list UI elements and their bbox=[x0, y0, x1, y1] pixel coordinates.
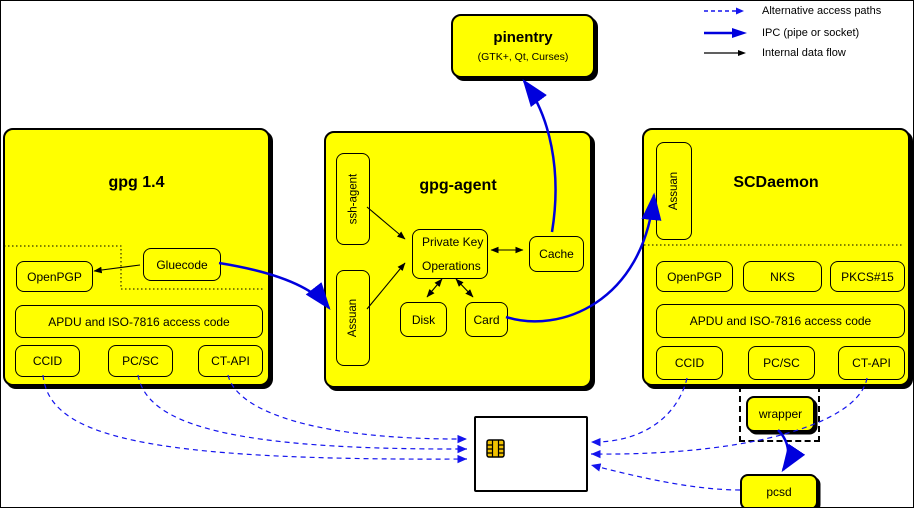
scdaemon-assuan-module: Assuan bbox=[656, 142, 692, 240]
scdaemon-ctapi-module: CT-API bbox=[838, 346, 905, 380]
scdaemon-title: SCDaemon bbox=[733, 174, 819, 191]
pinentry-box: pinentry (GTK+, Qt, Curses) bbox=[451, 14, 595, 78]
pko-line2: Operations bbox=[422, 259, 481, 273]
gpg14-ctapi-module: CT-API bbox=[198, 345, 263, 377]
legend-label: Alternative access paths bbox=[762, 5, 882, 17]
legend: Alternative access paths IPC (pipe or so… bbox=[703, 1, 913, 63]
thick-blue-arrow-icon bbox=[704, 28, 747, 38]
gpgagent-assuan-module: Assuan bbox=[336, 270, 370, 366]
gpg14-openpgp-module: OpenPGP bbox=[16, 261, 93, 292]
gpg14-apdu-module: APDU and ISO-7816 access code bbox=[15, 305, 263, 338]
gpg14-pcsc-module: PC/SC bbox=[108, 345, 173, 377]
gpgagent-card-module: Card bbox=[465, 302, 508, 337]
legend-item-internal: Internal data flow bbox=[703, 46, 846, 60]
pinentry-title: pinentry bbox=[493, 29, 553, 46]
wrapper-box: wrapper bbox=[746, 396, 815, 432]
pko-line1: Private Key bbox=[422, 235, 484, 249]
thin-black-arrow-icon bbox=[704, 50, 746, 56]
gpg14-ccid-module: CCID bbox=[15, 345, 80, 377]
scdaemon-pcsc-module: PC/SC bbox=[748, 346, 815, 380]
scdaemon-openpgp-module: OpenPGP bbox=[656, 261, 733, 292]
alt-scdaemon-ctapi-to-card-path bbox=[590, 377, 868, 459]
alt-scdaemon-ccid-to-card-path bbox=[590, 377, 688, 447]
scdaemon-ccid-module: CCID bbox=[656, 346, 723, 380]
alt-pcsd-to-card-path bbox=[590, 463, 741, 491]
gpg14-box: gpg 1.4 OpenPGP Gluecode APDU and ISO-78… bbox=[3, 128, 270, 386]
gpgagent-private-key-operations-module: Private Key Operations bbox=[412, 229, 488, 279]
gpgagent-sshagent-module: ssh-agent bbox=[336, 153, 370, 245]
smartcard-chip-icon bbox=[486, 439, 505, 458]
legend-label: IPC (pipe or socket) bbox=[762, 27, 860, 39]
gpgagent-title: gpg-agent bbox=[419, 177, 497, 194]
legend-item-alternative: Alternative access paths bbox=[703, 4, 881, 18]
gpgagent-disk-module: Disk bbox=[400, 302, 447, 337]
scdaemon-pkcs15-module: PKCS#15 bbox=[830, 261, 905, 292]
smartcard bbox=[474, 416, 588, 492]
assuan-label: Assuan bbox=[347, 298, 360, 338]
scdaemon-box: SCDaemon Assuan OpenPGP NKS PKCS#15 APDU… bbox=[642, 128, 910, 386]
gpgagent-box: gpg-agent ssh-agent Assuan Private Key O… bbox=[324, 131, 592, 388]
gpg14-gluecode-module: Gluecode bbox=[143, 248, 221, 281]
gpg14-title: gpg 1.4 bbox=[108, 174, 165, 191]
dashed-blue-arrow-icon bbox=[704, 7, 744, 15]
pcsd-box: pcsd bbox=[740, 474, 818, 507]
assuan-label: Assuan bbox=[668, 171, 681, 211]
legend-item-ipc: IPC (pipe or socket) bbox=[703, 26, 859, 40]
scdaemon-apdu-module: APDU and ISO-7816 access code bbox=[656, 304, 905, 338]
legend-label: Internal data flow bbox=[762, 47, 846, 59]
gpgagent-cache-module: Cache bbox=[529, 236, 584, 272]
sshagent-label: ssh-agent bbox=[347, 173, 360, 225]
pinentry-subtitle: (GTK+, Qt, Curses) bbox=[477, 51, 569, 63]
scdaemon-nks-module: NKS bbox=[743, 261, 822, 292]
